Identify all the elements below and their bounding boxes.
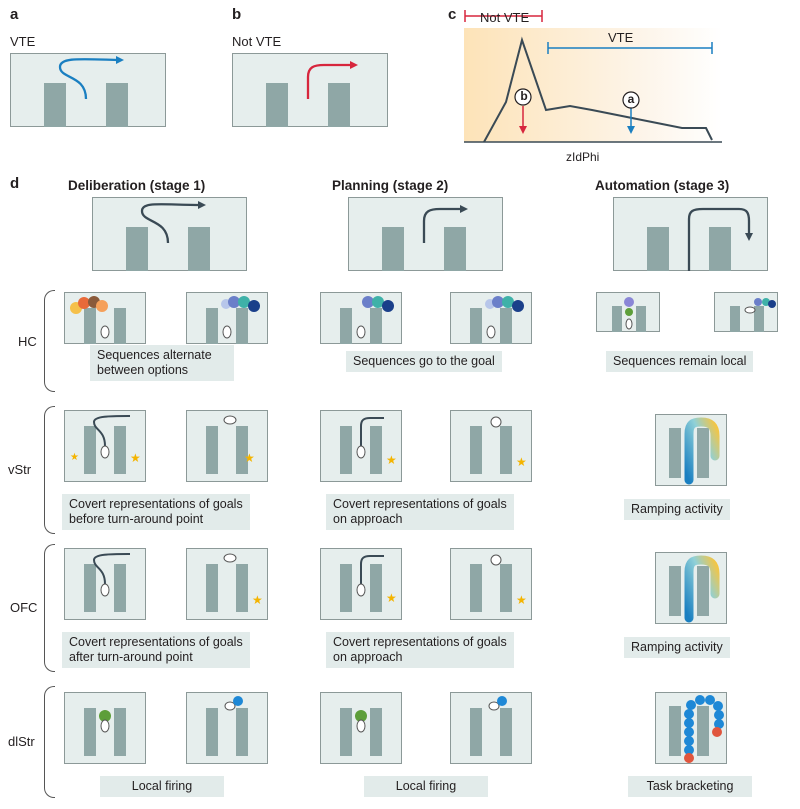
- dlstr-maze-s3: [655, 692, 727, 764]
- row-label-hc: HC: [18, 334, 37, 349]
- dlstr-bracket: [44, 686, 55, 798]
- hc-maze-s3a: [596, 292, 660, 332]
- panel-a-title: VTE: [10, 34, 36, 49]
- vstr-maze-s2a: ★: [320, 410, 402, 482]
- stage-2-header: Planning (stage 2): [332, 178, 449, 193]
- panel-label-b: b: [232, 6, 242, 23]
- vte-label: VTE: [608, 30, 634, 45]
- panel-c-chart: [464, 10, 722, 143]
- row-label-ofc: OFC: [10, 600, 38, 615]
- stage-3-header: Automation (stage 3): [595, 178, 730, 193]
- notvte-path: [306, 63, 352, 99]
- chart-background: [464, 28, 722, 142]
- svg-text:★: ★: [386, 453, 397, 467]
- arrowhead: [116, 56, 124, 64]
- dlstr-maze-s2a: [320, 692, 402, 764]
- marker-a-label: a: [627, 92, 635, 106]
- ofc-maze-s3: [655, 552, 727, 624]
- stage-1-maze: [92, 197, 247, 271]
- caption-ofc-stage1: Covert representations of goals after tu…: [62, 632, 250, 668]
- arrowhead: [350, 61, 358, 69]
- panel-label-a: a: [10, 6, 19, 23]
- panel-b-title: Not VTE: [232, 34, 282, 49]
- svg-text:★: ★: [244, 451, 255, 465]
- ofc-maze-s2a: ★: [320, 548, 402, 620]
- caption-dlstr-stage1: Local firing: [100, 776, 224, 797]
- svg-text:★: ★: [252, 593, 263, 607]
- x-axis-label: zIdPhi: [566, 150, 600, 164]
- stage-1-header: Deliberation (stage 1): [68, 178, 206, 193]
- caption-dlstr-stage2: Local firing: [364, 776, 488, 797]
- hc-maze-s2b: [450, 292, 532, 344]
- stage-3-maze: [613, 197, 768, 271]
- svg-text:★: ★: [516, 455, 527, 469]
- vte-path: [58, 57, 121, 100]
- vstr-maze-s2b: ★: [450, 410, 532, 482]
- panel-a-maze: [10, 53, 166, 127]
- vstr-maze-s1b: ★: [186, 410, 268, 482]
- hc-maze-s1a: [64, 292, 146, 344]
- panel-b-maze: [232, 53, 388, 127]
- hc-maze-s3b: [714, 292, 778, 332]
- vstr-maze-s1a: ★★: [64, 410, 146, 482]
- maze-pillar: [44, 83, 66, 127]
- caption-dlstr-stage3: Task bracketing: [628, 776, 752, 797]
- row-label-vstr: vStr: [8, 462, 32, 477]
- distribution-line: [483, 36, 713, 143]
- caption-ofc-stage2: Covert representations of goals on appro…: [326, 632, 514, 668]
- svg-text:★: ★: [70, 452, 79, 463]
- ofc-maze-s2b: ★: [450, 548, 532, 620]
- vstr-bracket: [44, 406, 55, 534]
- maze-pillar: [106, 83, 128, 127]
- marker-b-label: b: [520, 89, 528, 103]
- maze-pillar: [266, 83, 288, 127]
- notvte-label: Not VTE: [480, 10, 530, 25]
- caption-hc-stage2: Sequences go to the goal: [346, 351, 502, 372]
- hc-bracket: [44, 290, 55, 392]
- row-label-dlstr: dlStr: [8, 734, 35, 749]
- svg-text:★: ★: [516, 593, 527, 607]
- hc-maze-s1b: [186, 292, 268, 344]
- svg-text:★: ★: [386, 591, 397, 605]
- stage-2-maze: [348, 197, 503, 271]
- dlstr-maze-s1b: [186, 692, 268, 764]
- ofc-maze-s1b: ★: [186, 548, 268, 620]
- caption-vstr-stage1: Covert representations of goals before t…: [62, 494, 250, 530]
- dlstr-maze-s1a: [64, 692, 146, 764]
- caption-ofc-stage3: Ramping activity: [624, 637, 730, 658]
- caption-vstr-stage2: Covert representations of goals on appro…: [326, 494, 514, 530]
- caption-vstr-stage3: Ramping activity: [624, 499, 730, 520]
- dlstr-maze-s2b: [450, 692, 532, 764]
- hc-maze-s2a: [320, 292, 402, 344]
- vstr-maze-s3: [655, 414, 727, 486]
- panel-label-d: d: [10, 175, 20, 192]
- caption-hc-stage1: Sequences alternate between options: [90, 345, 234, 381]
- panel-label-c: c: [448, 6, 457, 23]
- svg-text:★: ★: [130, 451, 141, 465]
- marker-a-circle: [622, 91, 640, 109]
- marker-b-circle: [514, 88, 532, 106]
- maze-pillar: [328, 83, 350, 127]
- ofc-bracket: [44, 544, 55, 672]
- caption-hc-stage3: Sequences remain local: [606, 351, 754, 372]
- ofc-maze-s1a: [64, 548, 146, 620]
